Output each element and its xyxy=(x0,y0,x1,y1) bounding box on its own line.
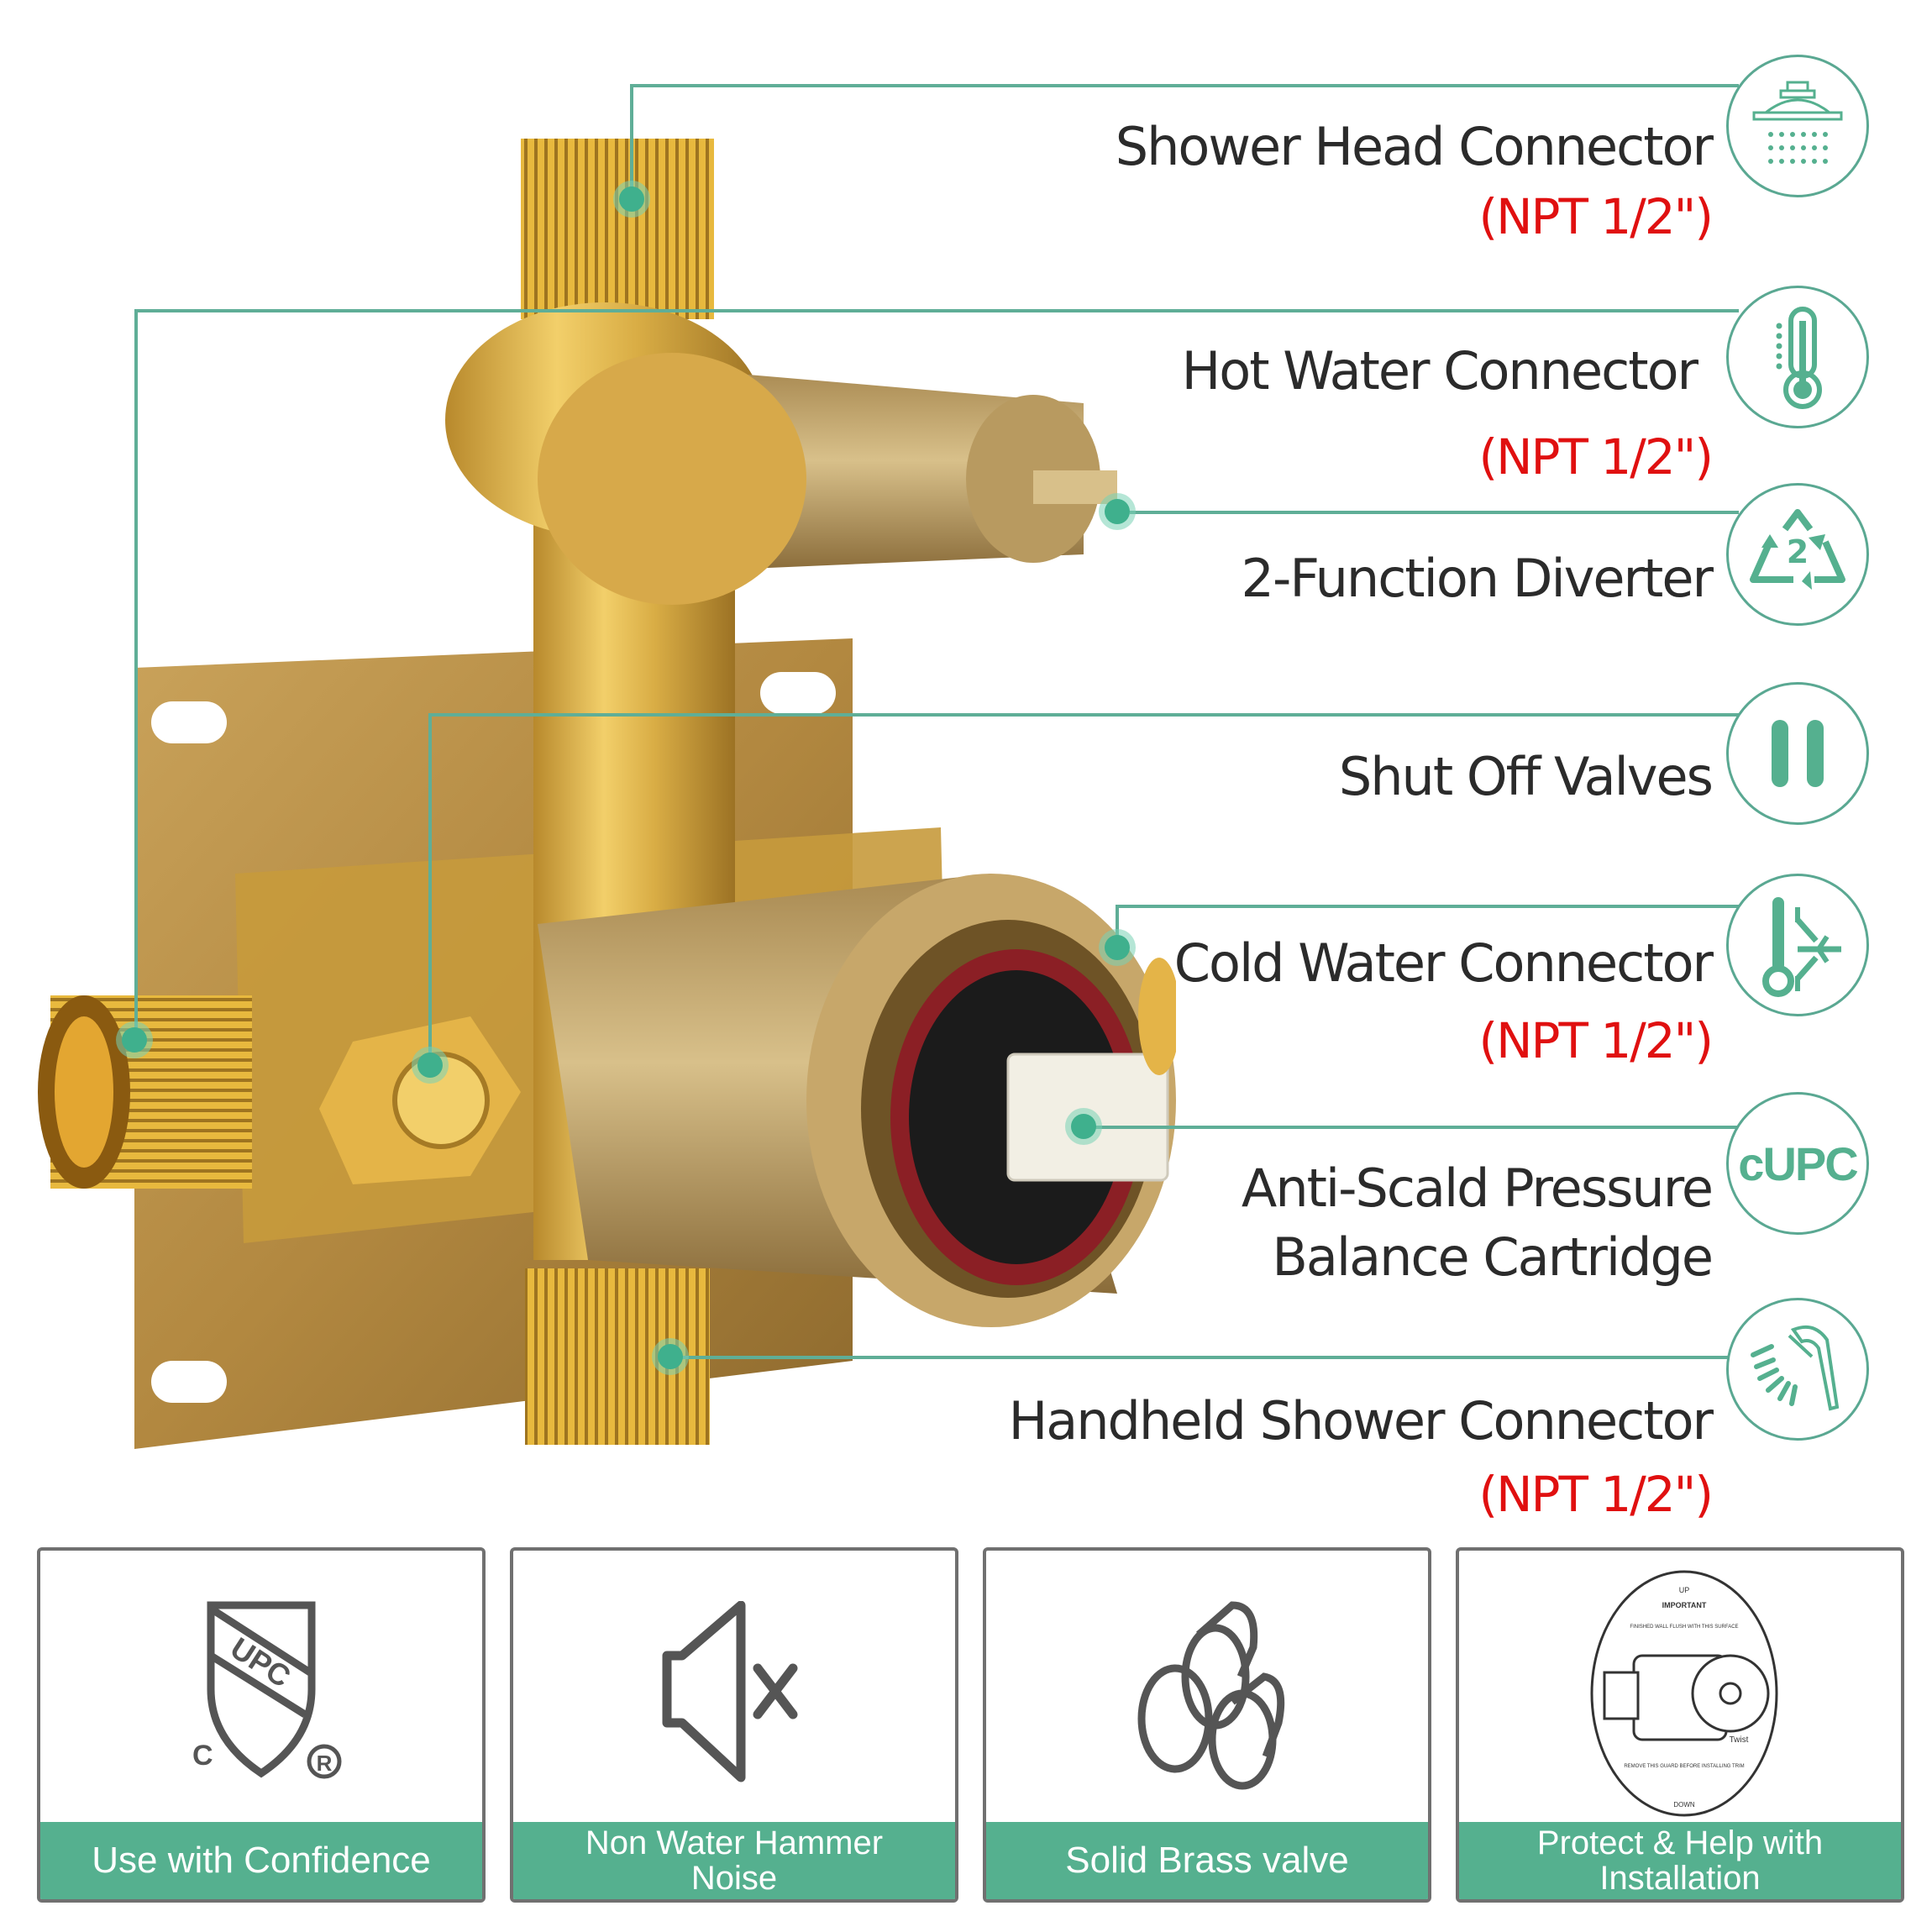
callout-spec-hot-water: (NPT 1/2") xyxy=(1478,428,1714,486)
callout-spec-cold-water: (NPT 1/2") xyxy=(1478,1012,1714,1069)
brass-bars-icon xyxy=(1137,1601,1285,1790)
svg-text:C: C xyxy=(192,1740,213,1772)
marker-dot-shower-head xyxy=(619,186,644,212)
callout-label-cartridge-line2: Balance Cartridge xyxy=(1272,1226,1714,1288)
feature-caption-brass: Solid Brass valve xyxy=(986,1822,1428,1899)
feature-caption-guard: Protect & Help with Installation xyxy=(1459,1822,1901,1899)
callout-label-cartridge-line1: Anti-Scald Pressure xyxy=(1241,1158,1714,1219)
callout-label-shutoff: Shut Off Valves xyxy=(1338,746,1714,807)
leader-line-diverter xyxy=(1130,511,1739,514)
cupc-icon-text: cUPC xyxy=(1738,1137,1858,1190)
callout-label-hot-water: Hot Water Connector xyxy=(1181,340,1698,402)
svg-text:IMPORTANT: IMPORTANT xyxy=(1662,1601,1707,1609)
feature-card-hammer: Non Water Hammer Noise xyxy=(510,1547,958,1903)
shower-head-icon xyxy=(1726,55,1869,197)
callout-label-diverter: 2-Function Diverter xyxy=(1241,548,1714,609)
leader-line-hot-water-drop xyxy=(134,309,138,1040)
svg-text:FINISHED WALL FLUSH WITH THIS: FINISHED WALL FLUSH WITH THIS SURFACE xyxy=(1630,1625,1738,1630)
thermometer-cold-snowflake-icon xyxy=(1726,874,1869,1016)
handheld-shower-icon xyxy=(1726,1298,1869,1441)
callout-spec-shower-head: (NPT 1/2") xyxy=(1478,188,1714,245)
cupc-icon: cUPC xyxy=(1726,1092,1869,1235)
leader-line-shutoff-drop xyxy=(428,713,432,1066)
valve-product-image xyxy=(38,139,1176,1449)
leader-line-shower-head-drop xyxy=(630,84,633,202)
leader-line-cold-water xyxy=(1117,905,1739,908)
leader-line-hot-water xyxy=(136,309,1739,312)
marker-dot-shutoff xyxy=(417,1053,443,1078)
feature-card-guard: UP IMPORTANT FINISHED WALL FLUSH WITH TH… xyxy=(1456,1547,1904,1903)
callout-label-handheld: Handheld Shower Connector xyxy=(1008,1390,1714,1452)
feature-card-brass: Solid Brass valve xyxy=(983,1547,1431,1903)
feature-caption-hammer: Non Water Hammer Noise xyxy=(513,1822,955,1899)
svg-text:Twist: Twist xyxy=(1730,1735,1749,1745)
marker-dot-cold-water xyxy=(1105,935,1130,960)
marker-dot-diverter xyxy=(1105,499,1130,524)
marker-dot-hot-water xyxy=(122,1027,147,1053)
feature-caption-confidence: Use with Confidence xyxy=(40,1822,482,1899)
leader-line-handheld xyxy=(680,1356,1739,1359)
callout-label-cold-water: Cold Water Connector xyxy=(1173,932,1714,994)
svg-text:R: R xyxy=(317,1751,333,1776)
pause-icon xyxy=(1726,682,1869,825)
svg-text:REMOVE THIS GUARD BEFORE INSTA: REMOVE THIS GUARD BEFORE INSTALLING TRIM xyxy=(1624,1764,1744,1769)
plaster-guard-icon: UP IMPORTANT FINISHED WALL FLUSH WITH TH… xyxy=(1590,1570,1778,1817)
leader-line-shutoff xyxy=(430,713,1739,717)
speaker-mute-icon xyxy=(662,1601,798,1782)
leader-line-cold-water-drop xyxy=(1116,905,1119,947)
marker-dot-cartridge xyxy=(1071,1114,1096,1139)
thermometer-hot-icon xyxy=(1726,286,1869,428)
svg-text:UP: UP xyxy=(1679,1586,1690,1594)
leader-line-cartridge xyxy=(1092,1126,1739,1129)
callout-spec-handheld: (NPT 1/2") xyxy=(1478,1466,1714,1523)
leader-line-shower-head xyxy=(632,84,1739,87)
recycle-2-icon: 2 xyxy=(1726,483,1869,626)
svg-text:2: 2 xyxy=(1787,533,1809,570)
marker-dot-handheld xyxy=(658,1344,683,1369)
svg-text:DOWN: DOWN xyxy=(1673,1801,1695,1809)
callout-label-shower-head: Shower Head Connector xyxy=(1115,116,1714,177)
feature-card-confidence: UPC C R Use with Confidence xyxy=(37,1547,486,1903)
upc-shield-icon: UPC C R xyxy=(192,1601,342,1779)
